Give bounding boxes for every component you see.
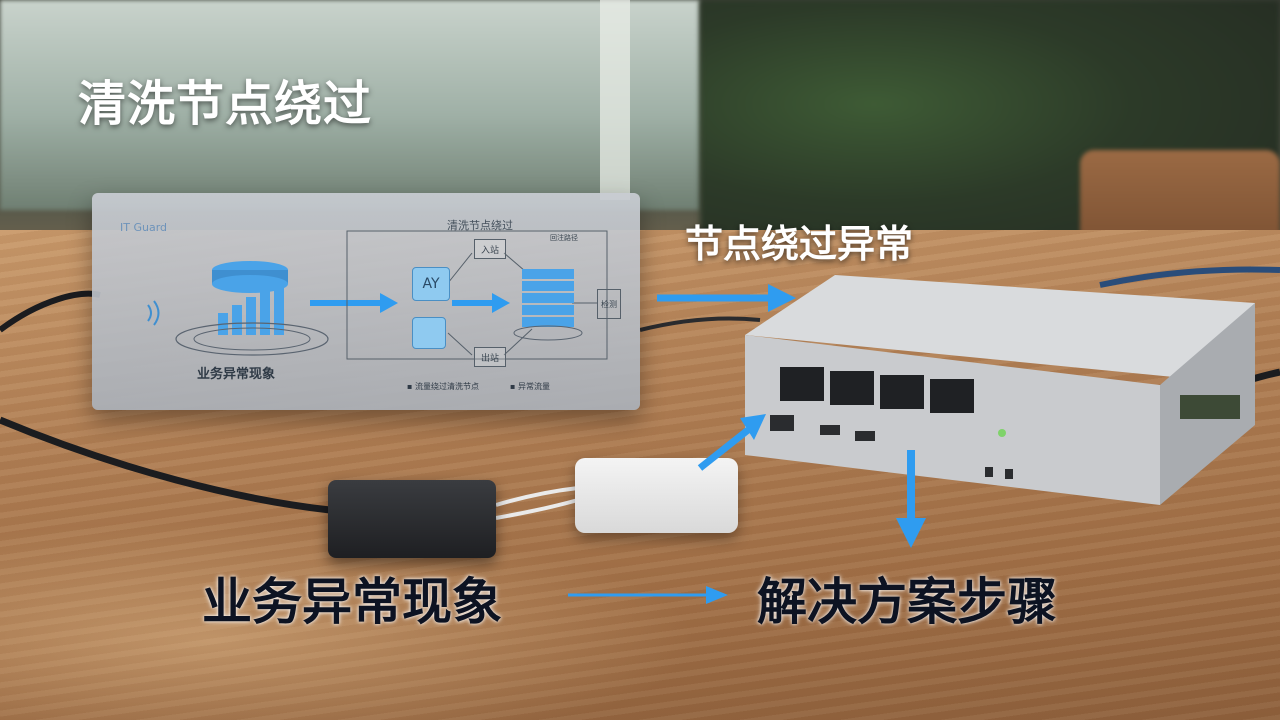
panel-caption: 业务异常现象 xyxy=(197,367,276,382)
panel-node-ay: AY xyxy=(412,267,450,301)
panel-legend-bypass: ▪ 流量绕过清洗节点 xyxy=(407,382,479,391)
business-symptom-label: 业务异常现象 xyxy=(202,573,502,631)
monitor-panel: IT Guard 清洗节点绕过 AY 入站 出站 检测 回注路径 业务异常现象 … xyxy=(92,193,640,410)
power-adapter xyxy=(575,458,738,533)
panel-node-shield xyxy=(412,317,446,349)
panel-node-detect: 检测 xyxy=(597,289,621,319)
panel-diagram xyxy=(147,230,608,360)
connector-plug xyxy=(328,480,496,558)
panel-node-inbound: 入站 xyxy=(474,239,506,259)
background-window xyxy=(0,0,700,210)
panel-node-return-path: 回注路径 xyxy=(550,234,578,242)
window-frame xyxy=(600,0,630,200)
page-title: 清洗节点绕过 xyxy=(78,76,373,132)
panel-legend-anomaly: ▪ 异常流量 xyxy=(510,382,550,391)
bypass-anomaly-label: 节点绕过异常 xyxy=(685,222,914,266)
solution-steps-label: 解决方案步骤 xyxy=(757,573,1057,631)
network-switch xyxy=(745,275,1255,505)
panel-brand: IT Guard xyxy=(120,221,168,234)
panel-node-outbound: 出站 xyxy=(474,347,506,367)
panel-diagram-title: 清洗节点绕过 xyxy=(447,219,513,232)
